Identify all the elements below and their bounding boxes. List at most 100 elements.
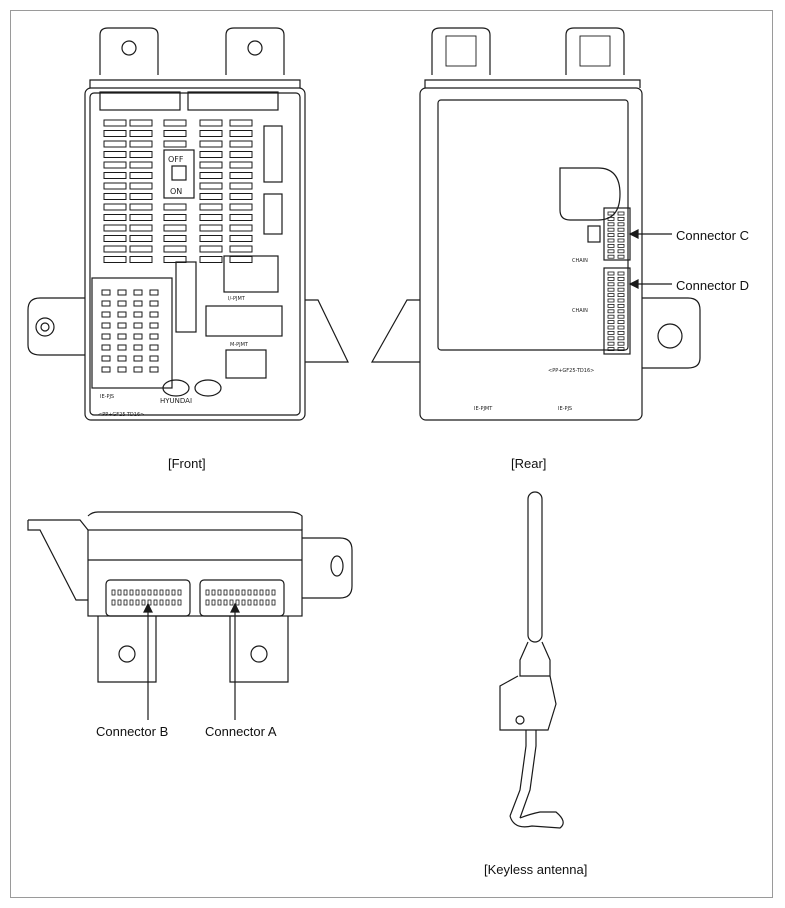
relay-pin <box>149 333 159 340</box>
fuse-slot <box>229 235 253 242</box>
connector-d-pin <box>607 341 615 346</box>
relay-pin <box>117 300 127 307</box>
fuse-slot <box>199 172 223 179</box>
connector-c-pin <box>617 243 625 248</box>
connector-a-pin <box>265 599 270 606</box>
fuse-slot <box>199 193 223 200</box>
connector-b-pin <box>147 589 152 596</box>
connector-c-pin <box>607 249 615 254</box>
fuse-slot <box>129 203 153 211</box>
connector-b-pin <box>111 589 116 596</box>
connector-d-pin <box>607 303 615 308</box>
fuse-slot <box>103 151 127 158</box>
connector-d-pin <box>617 293 625 298</box>
connector-d-pin <box>617 298 625 303</box>
fuse-slot <box>199 245 223 253</box>
relay-pin <box>133 344 143 351</box>
fuse-slot <box>163 119 187 127</box>
connector-d-pin <box>607 314 615 319</box>
connector-b-pin <box>117 599 122 606</box>
keyless-antenna <box>499 491 564 829</box>
rear-view <box>370 27 701 421</box>
fuse-slot <box>229 182 253 190</box>
connector-b-pin <box>165 589 170 596</box>
fuse-slot <box>229 119 253 127</box>
fuse-slot <box>103 140 127 148</box>
fuse-slot <box>199 235 223 242</box>
connector-d-pin <box>617 347 625 352</box>
fuse-slot <box>199 130 223 137</box>
relay-pin <box>149 311 159 318</box>
connector-b-pin <box>153 599 158 606</box>
relay-pin <box>101 344 111 351</box>
connector-a-pin <box>241 589 246 596</box>
connector-c-pin <box>617 222 625 227</box>
connector-c-pin <box>617 211 625 216</box>
rear-chain-upper: CHAIN <box>572 258 588 264</box>
brand-text: HYUNDAI <box>160 397 192 405</box>
relay-pin <box>101 289 111 296</box>
connector-c-pin <box>607 254 615 259</box>
connector-b-pin <box>165 599 170 606</box>
connector-b-pin <box>159 589 164 596</box>
front-i-pjmt: I/-PJMT <box>228 296 246 302</box>
fuse-slot <box>129 119 153 127</box>
fuse-slot <box>103 182 127 190</box>
fuse-slot <box>229 203 253 211</box>
connector-b-pin <box>171 589 176 596</box>
connector-b-pin <box>141 589 146 596</box>
fuse-slot <box>199 203 223 211</box>
connector-b-pin <box>117 589 122 596</box>
fuse-slot <box>199 224 223 232</box>
connector-a-pin <box>271 599 276 606</box>
fuse-slot <box>163 256 187 263</box>
connector-b-pin <box>177 589 182 596</box>
label-connector-b: Connector B <box>96 724 169 739</box>
fuse-slot <box>103 161 127 169</box>
front-part-number: <PP+GF25-TD16> <box>98 412 144 418</box>
connector-d-pin <box>617 330 625 335</box>
connector-d-pin <box>607 276 615 281</box>
connector-a-pin <box>223 599 228 606</box>
fuse-slot <box>163 140 187 148</box>
connector-b-pin <box>147 599 152 606</box>
connector-a-pin <box>229 599 234 606</box>
side-view <box>27 511 353 720</box>
fuse-slot <box>163 224 187 232</box>
connector-c-pin <box>617 233 625 238</box>
fuse-slot <box>103 224 127 232</box>
relay-pin <box>133 300 143 307</box>
connector-d-pin <box>607 325 615 330</box>
relay-pin <box>101 355 111 362</box>
connector-b-pin <box>159 599 164 606</box>
connector-a-pin <box>259 599 264 606</box>
relay-pin <box>117 322 127 329</box>
fuse-slot <box>103 214 127 221</box>
connector-c-pin <box>617 227 625 232</box>
connector-b-pin <box>129 589 134 596</box>
connector-c-pin <box>617 249 625 254</box>
relay-pin <box>133 366 143 373</box>
relay-pin <box>101 311 111 318</box>
relay-pin <box>149 289 159 296</box>
front-m-pjmt: M-PJMT <box>230 342 249 348</box>
connector-a-pin <box>271 589 276 596</box>
connector-c-pin <box>607 222 615 227</box>
relay-pin <box>101 300 111 307</box>
connector-b-pin <box>177 599 182 606</box>
connector-d-pin <box>607 298 615 303</box>
connector-a-pin <box>211 589 216 596</box>
connector-a-pin <box>211 599 216 606</box>
connector-a-pin <box>205 589 210 596</box>
relay-pin <box>101 322 111 329</box>
relay-pin <box>149 300 159 307</box>
connector-a-pin <box>235 589 240 596</box>
fuse-slot <box>129 214 153 221</box>
fuse-slot <box>229 151 253 158</box>
connector-c-pin <box>607 211 615 216</box>
connector-a-pin <box>235 599 240 606</box>
rear-bottom-right: IE-PJS <box>558 406 572 412</box>
fuse-slot <box>199 140 223 148</box>
relay-pin <box>133 311 143 318</box>
